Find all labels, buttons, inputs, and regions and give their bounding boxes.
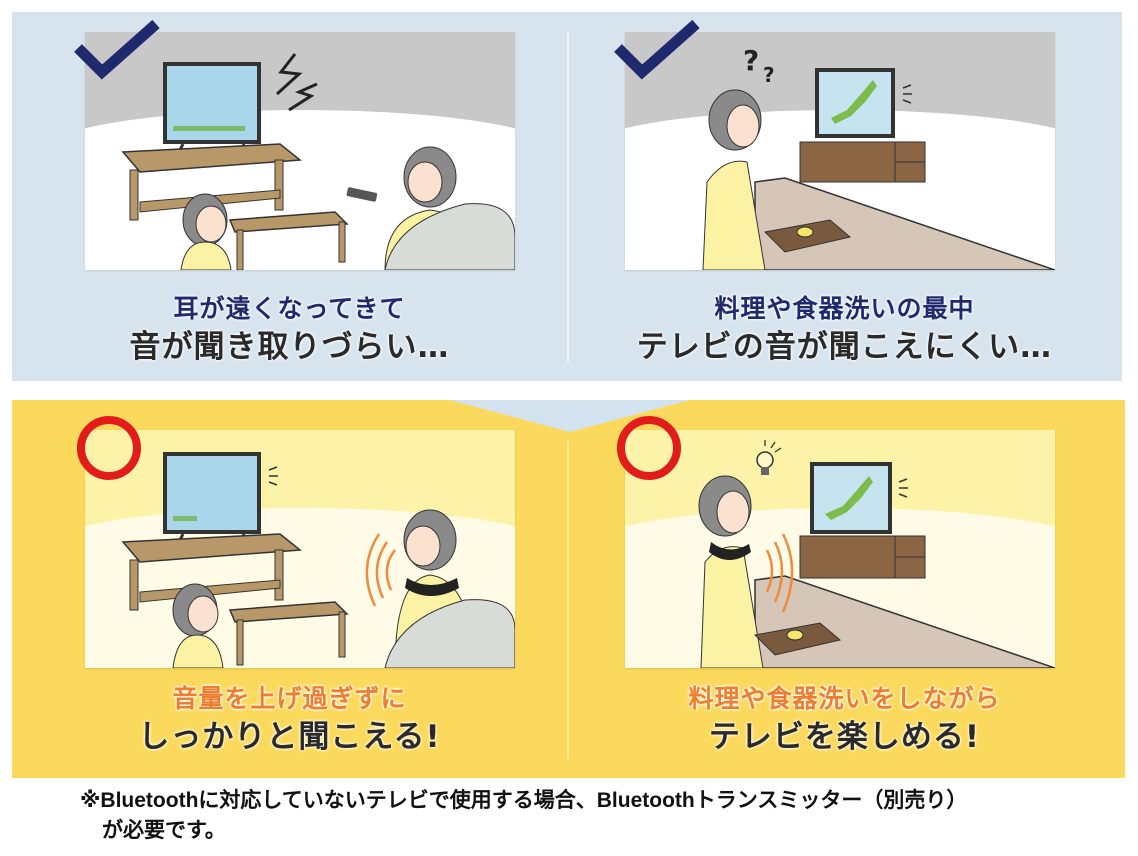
bluetooth-footnote: ※Bluetoothに対応していないテレビで使用する場合、Bluetoothトラ… <box>80 786 1130 846</box>
illustration-neck-speaker-kitchen <box>625 430 1055 668</box>
circle-mark-icon <box>77 416 141 480</box>
check-mark-icon <box>612 20 702 82</box>
caption-line1: 料理や食器洗いの最中 <box>714 294 975 323</box>
svg-text:?: ? <box>743 44 759 77</box>
illustration-loud-tv-living-room <box>85 32 515 270</box>
solution-panel: 音量を上げ過ぎずに しっかりと聞こえる! 料理や食器洗いをしながら テレビを楽し… <box>12 400 1125 778</box>
living-room-scene-icon <box>121 53 515 270</box>
caption-line2: 音が聞き取りづらい… <box>129 329 450 365</box>
footnote-line2: が必要です。 <box>102 819 226 842</box>
illustration-neck-speaker-living-room <box>85 430 515 668</box>
illustration-kitchen-cant-hear: ? ? <box>625 32 1055 270</box>
footnote-line1: ※Bluetoothに対応していないテレビで使用する場合、Bluetoothトラ… <box>80 789 968 812</box>
panel-divider <box>567 440 569 760</box>
caption-line2: テレビを楽しめる! <box>708 719 981 755</box>
caption-line2: テレビの音が聞こえにくい… <box>636 329 1053 365</box>
caption-line1: 料理や食器洗いをしながら <box>688 684 1001 713</box>
problem-caption-hearing-loss: 耳が遠くなってきて 音が聞き取りづらい… <box>12 292 567 368</box>
caption-line2: しっかりと聞こえる! <box>138 719 441 755</box>
solution-caption-clear-hearing: 音量を上げ過ぎずに しっかりと聞こえる! <box>12 682 567 758</box>
check-mark-icon <box>72 20 162 82</box>
circle-mark-icon <box>617 416 681 480</box>
caption-line1: 耳が遠くなってきて <box>173 294 406 323</box>
living-room-neck-speaker-scene-icon <box>121 452 515 668</box>
svg-text:?: ? <box>763 63 775 87</box>
problem-caption-kitchen: 料理や食器洗いの最中 テレビの音が聞こえにくい… <box>567 292 1122 368</box>
lightbulb-icon <box>756 440 782 475</box>
solution-caption-enjoy-tv-while-cooking: 料理や食器洗いをしながら テレビを楽しめる! <box>567 682 1122 758</box>
kitchen-neck-speaker-scene-icon <box>698 440 1055 668</box>
kitchen-scene-icon: ? ? <box>702 44 1055 270</box>
problem-panel: ? ? 耳が遠くなってきて 音が聞き取りづらい… 料理や食器洗いの最中 テレビの… <box>12 12 1122 381</box>
caption-line1: 音量を上げ過ぎずに <box>172 684 407 713</box>
panel-divider <box>567 32 569 362</box>
